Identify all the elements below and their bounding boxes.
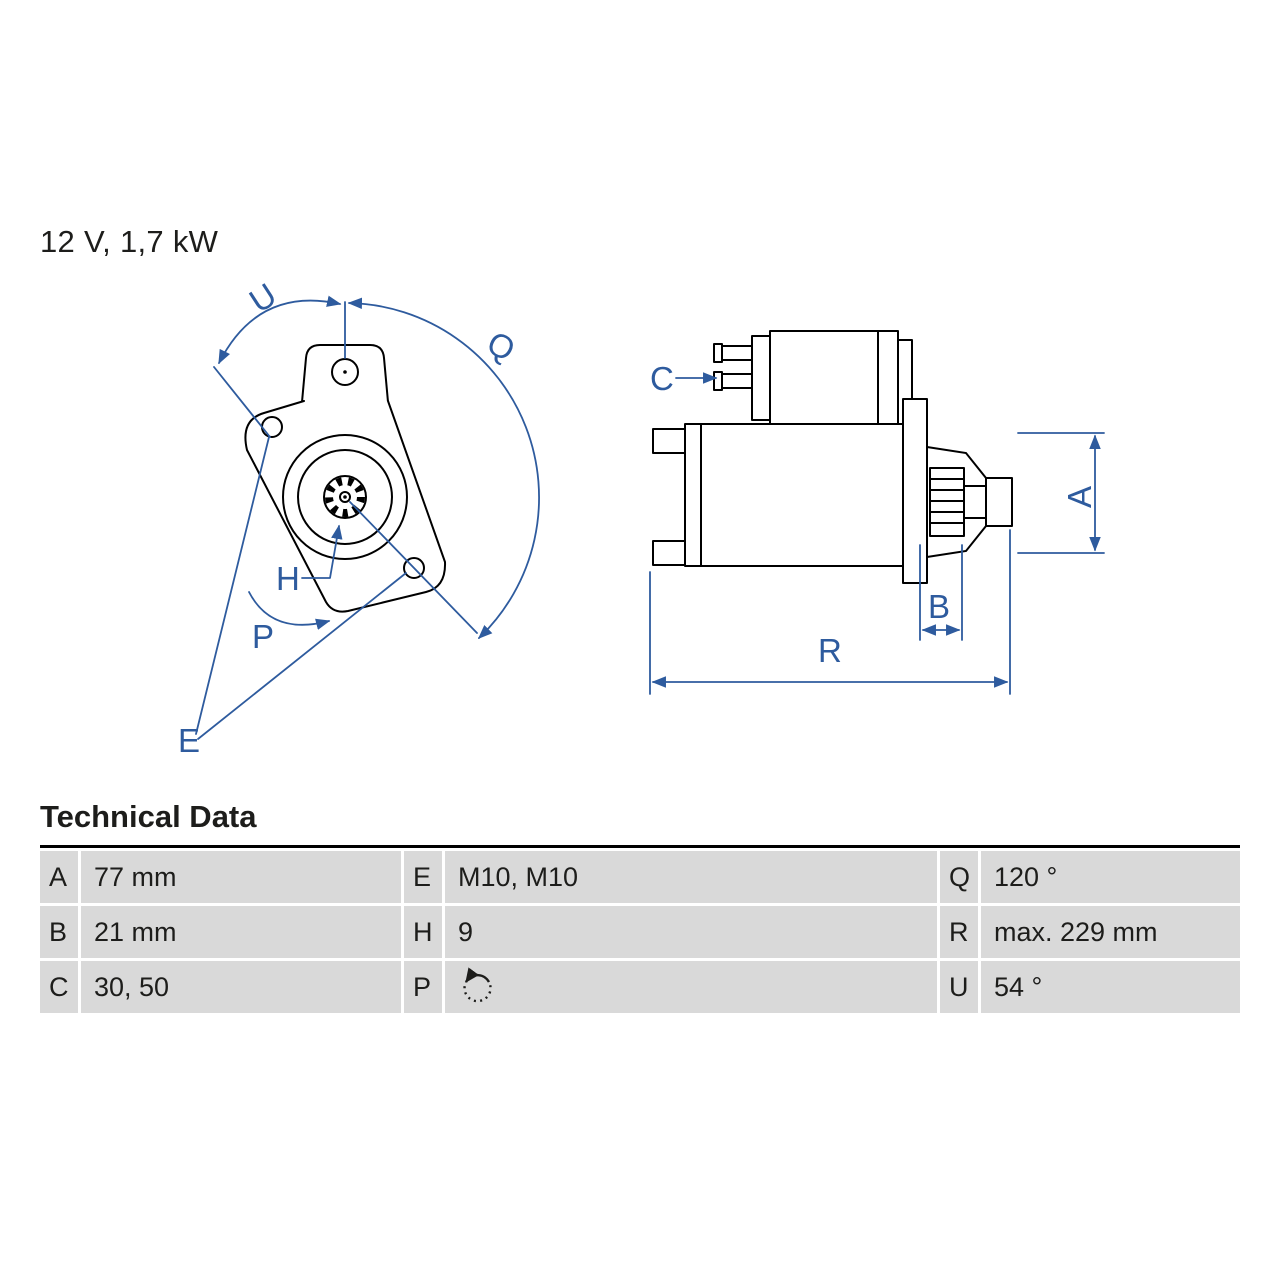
dim-label-u: U — [243, 276, 283, 320]
side-view — [652, 330, 1013, 584]
terminal-nut-30 — [713, 343, 723, 363]
table-row: A 77 mm E M10, M10 Q 120 ° — [40, 851, 1240, 903]
value-cell — [445, 961, 937, 1013]
technical-data-table: A 77 mm E M10, M10 Q 120 ° B 21 mm H 9 R… — [40, 845, 1240, 1013]
key-cell: A — [40, 851, 78, 903]
value-cell: 54 ° — [981, 961, 1240, 1013]
h-leader-line — [301, 524, 343, 579]
key-cell: Q — [940, 851, 978, 903]
value-cell: 21 mm — [81, 906, 401, 958]
value-cell: 77 mm — [81, 851, 401, 903]
u-angle-arc — [218, 295, 342, 365]
table-row: C 30, 50 P U 54 ° — [40, 961, 1240, 1013]
dim-label-h: H — [276, 560, 300, 597]
terminal-stud-50 — [721, 373, 753, 389]
dim-label-p: P — [252, 618, 274, 655]
drive-cone-bottom — [926, 525, 987, 558]
pinion-shaft — [963, 485, 987, 519]
value-cell: max. 229 mm — [981, 906, 1240, 958]
table-row: B 21 mm H 9 R max. 229 mm — [40, 906, 1240, 958]
drive-end-bracket — [902, 398, 928, 584]
dim-label-q: Q — [481, 324, 521, 369]
terminal-nut-50 — [713, 371, 723, 391]
key-cell: P — [404, 961, 442, 1013]
rear-tab-top — [652, 428, 687, 454]
tab-hole-center-dot — [343, 370, 347, 374]
dim-label-c: C — [650, 360, 674, 397]
key-cell: B — [40, 906, 78, 958]
e-leader-line-2 — [197, 572, 407, 740]
side-view-dimensions: C A B R — [649, 360, 1105, 695]
motor-housing — [684, 423, 908, 567]
key-cell: H — [404, 906, 442, 958]
value-cell: 9 — [445, 906, 937, 958]
value-cell: M10, M10 — [445, 851, 937, 903]
drive-cone-top — [926, 446, 987, 479]
value-cell: 30, 50 — [81, 961, 401, 1013]
key-cell: U — [940, 961, 978, 1013]
dim-label-a: A — [1061, 486, 1098, 508]
shaft-nose — [985, 477, 1013, 527]
technical-data-heading: Technical Data — [40, 799, 257, 834]
q-extension-line — [349, 501, 478, 634]
key-cell: C — [40, 961, 78, 1013]
terminal-cap — [751, 335, 771, 421]
product-spec-title: 12 V, 1,7 kW — [40, 224, 219, 259]
q-angle-arc — [347, 297, 540, 639]
dim-label-e: E — [178, 722, 200, 759]
dim-label-r: R — [818, 632, 842, 669]
value-cell: 120 ° — [981, 851, 1240, 903]
key-cell: E — [404, 851, 442, 903]
dim-label-b: B — [928, 588, 950, 625]
mounting-hole-upper-left — [261, 416, 283, 438]
rotation-direction-icon — [463, 967, 492, 1003]
terminal-stud-30 — [721, 345, 753, 361]
u-extension-line — [213, 366, 271, 438]
rear-tab-bottom — [652, 540, 687, 566]
e-leader-line-1 — [195, 436, 270, 735]
p-rotation-arc — [248, 591, 331, 630]
key-cell: R — [940, 906, 978, 958]
shaft-center-dot — [343, 495, 347, 499]
